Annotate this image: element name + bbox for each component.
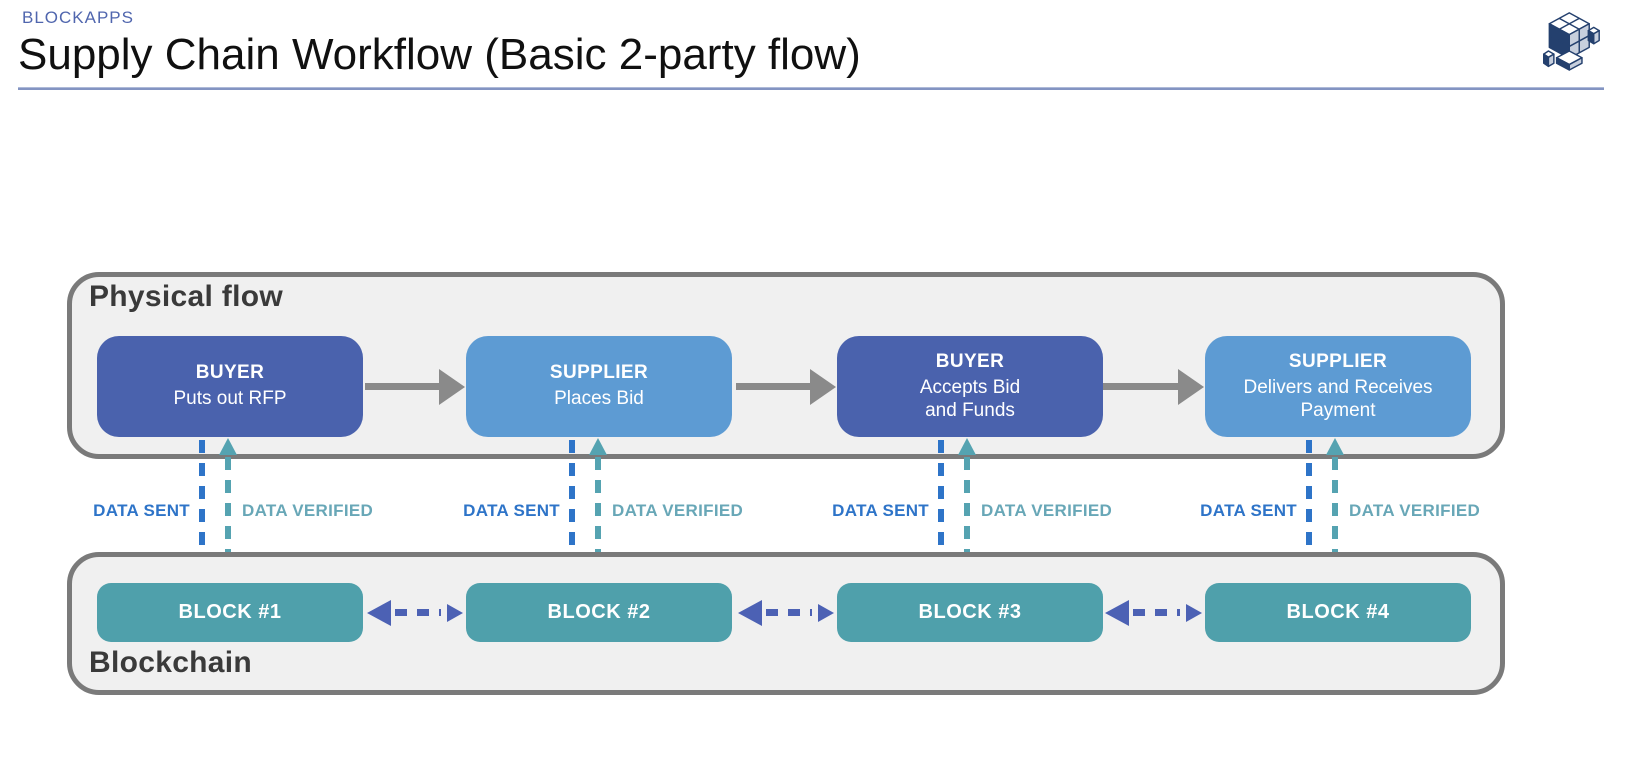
data-verified-label: DATA VERIFIED [981,501,1113,520]
flow-step-buyer-rfp: BUYER Puts out RFP [97,336,363,437]
flow-step-supplier-bid: SUPPLIER Places Bid [466,336,732,437]
flow-step-buyer-accepts: BUYER Accepts Bid and Funds [837,336,1103,437]
data-sent-label: DATA SENT [1200,501,1297,520]
step-role: SUPPLIER [549,362,649,384]
arrow-head [1178,369,1204,405]
data-verified-label: DATA VERIFIED [242,501,374,520]
data-verified-arrowhead-icon [589,438,607,455]
step-action: Accepts Bid and Funds [919,376,1021,421]
flow-arrow-right-icon [1103,369,1204,405]
chain-arrowhead-left [1105,600,1129,626]
data-sent-arrow-icon [199,440,205,564]
blockchain-label: Blockchain [89,646,253,679]
chain-link-arrow-icon [738,600,834,626]
chain-arrow-dashes [395,609,441,616]
arrow-shaft [1103,383,1180,390]
page-title: Supply Chain Workflow (Basic 2-party flo… [18,30,861,79]
step-action: Puts out RFP [173,388,287,410]
data-verified-arrowhead-icon [219,438,237,455]
chain-arrowhead-right [818,604,834,622]
chain-arrow-dashes [1133,609,1180,616]
arrow-shaft [736,383,812,390]
chain-arrow-dashes [766,609,812,616]
title-underline [18,87,1604,90]
data-sent-label: DATA SENT [93,501,190,520]
chain-arrowhead-right [1186,604,1202,622]
block-3: BLOCK #3 [837,583,1103,642]
chain-arrowhead-left [367,600,391,626]
data-sent-arrow-icon [938,440,944,564]
data-verified-arrow-icon [595,457,601,583]
chain-arrowhead-left [738,600,762,626]
step-action: Places Bid [554,388,644,410]
data-verified-arrowhead-icon [1326,438,1344,455]
data-sent-arrow-icon [569,440,575,564]
arrow-head [810,369,836,405]
data-sent-label: DATA SENT [463,501,560,520]
data-verified-arrow-icon [964,457,970,583]
arrow-head [439,369,465,405]
data-verified-arrowhead-icon [958,438,976,455]
data-verified-label: DATA VERIFIED [612,501,744,520]
flow-arrow-right-icon [365,369,465,405]
flow-arrow-right-icon [736,369,836,405]
data-sent-label: DATA SENT [832,501,929,520]
block-2: BLOCK #2 [466,583,732,642]
data-sent-arrow-icon [1306,440,1312,564]
chain-link-arrow-icon [367,600,463,626]
block-1: BLOCK #1 [97,583,363,642]
chain-link-arrow-icon [1105,600,1202,626]
data-verified-label: DATA VERIFIED [1349,501,1481,520]
step-role: SUPPLIER [1288,350,1388,372]
step-role: BUYER [935,350,1005,372]
physical-flow-label: Physical flow [89,280,283,313]
data-verified-arrow-icon [225,457,231,583]
blockapps-logo-icon [1543,12,1600,71]
block-4: BLOCK #4 [1205,583,1471,642]
data-verified-arrow-icon [1332,457,1338,583]
step-action: Delivers and Receives Payment [1243,376,1433,421]
flow-step-supplier-delivers: SUPPLIER Delivers and Receives Payment [1205,336,1471,437]
arrow-shaft [365,383,441,390]
brand-text: BLOCKAPPS [22,8,134,27]
step-role: BUYER [195,362,265,384]
chain-arrowhead-right [447,604,463,622]
